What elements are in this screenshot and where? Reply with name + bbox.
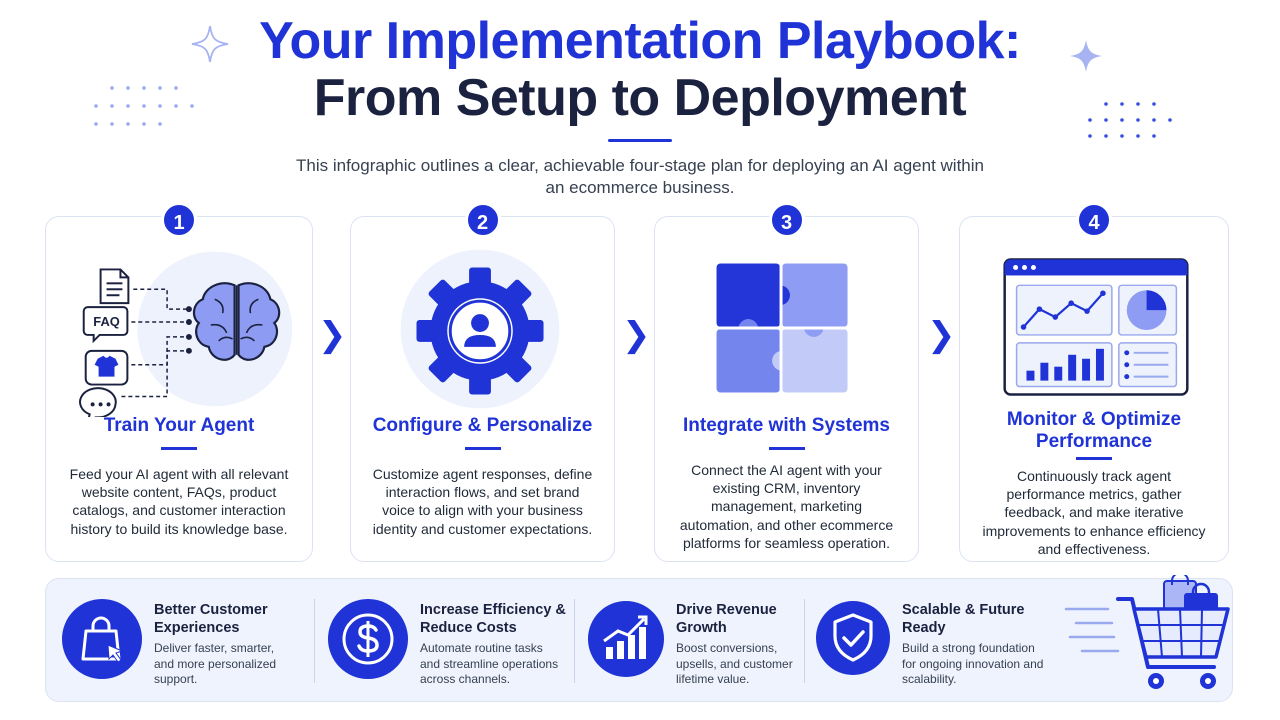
title-line-1: Your Implementation Playbook: (259, 12, 1021, 70)
dot-grid-decoration (94, 86, 194, 126)
stage-title: Integrate with Systems (683, 415, 890, 436)
puzzle-icon (714, 261, 850, 395)
dollar-coin-icon (328, 599, 408, 679)
stage-description: Customize agent responses, define intera… (372, 466, 593, 537)
sparkle-icon (1070, 40, 1102, 72)
benefits-strip: Better Customer Experiences Deliver fast… (45, 575, 1233, 703)
shopping-cart-icon (1064, 575, 1230, 689)
benefit-item: Better Customer Experiences Deliver fast… (62, 579, 312, 703)
faq-label: FAQ (93, 314, 120, 329)
benefit-title: Drive Revenue Growth (676, 602, 777, 637)
divider (804, 599, 805, 683)
stage-title: Train Your Agent (103, 415, 255, 436)
benefit-title: Scalable & Future Ready (902, 602, 1025, 637)
stage-title-underline (1076, 457, 1112, 460)
benefit-title: Increase Efficiency & Reduce Costs (420, 602, 566, 637)
stage-title-underline (768, 447, 805, 450)
benefit-text: Build a strong foundation for ongoing in… (902, 641, 1044, 687)
title-line-2: From Setup to Deployment (313, 68, 967, 127)
chevron-right-icon: ❯ (927, 316, 956, 354)
dot-grid-decoration (1088, 102, 1172, 138)
stage-number-badge: 4 (1076, 202, 1112, 238)
gear-person-icon (400, 249, 560, 409)
benefit-title: Better Customer Experiences (154, 602, 268, 637)
benefit-item: Scalable & Future Ready Build a strong f… (816, 579, 1056, 703)
stage-number-badge: 3 (768, 202, 805, 238)
divider (574, 599, 575, 683)
stage-title: Monitor & Optimize Performance (1006, 409, 1182, 452)
growth-chart-icon (588, 601, 664, 677)
stage-card-1: 1 FAQ Train Y (45, 202, 313, 562)
stage-number-badge: 1 (161, 202, 197, 238)
stage-number-badge: 2 (464, 202, 501, 238)
stage-card-4: 4 Monitor & Optimize Performance Continu… (959, 202, 1229, 562)
benefit-item: Drive Revenue Growth Boost conversions, … (588, 579, 818, 703)
stage-title-underline (161, 447, 197, 450)
benefit-text: Automate routine tasks and streamline op… (420, 641, 559, 687)
benefit-text: Boost conversions, upsells, and customer… (676, 641, 793, 687)
stage-title: Configure & Personalize (372, 415, 593, 436)
divider (314, 599, 315, 683)
shield-check-icon (816, 601, 890, 675)
page-title: Your Implementation Playbook: From Setup… (0, 14, 1280, 125)
stage-description: Connect the AI agent with your existing … (679, 462, 894, 551)
chevron-right-icon: ❯ (318, 316, 347, 354)
stage-description: Continuously track agent performance met… (982, 468, 1206, 557)
title-underline (608, 139, 672, 142)
brain-with-sources-icon: FAQ (79, 251, 293, 417)
shopping-bag-cursor-icon (62, 599, 142, 679)
stage-title-underline (464, 447, 501, 450)
benefit-text: Deliver faster, smarter, and more person… (154, 641, 277, 687)
chevron-right-icon: ❯ (622, 316, 651, 354)
page-subtitle: This infographic outlines a clear, achie… (296, 156, 984, 198)
dashboard-icon (1003, 258, 1189, 396)
stage-description: Feed your AI agent with all relevant web… (69, 466, 289, 537)
stage-card-3: 3 Integrate with Systems Connect the AI … (654, 202, 919, 562)
stage-card-2: 2 Configure & Personalize Customize agen… (350, 202, 615, 562)
benefit-item: Increase Efficiency & Reduce Costs Autom… (328, 579, 578, 703)
sparkle-icon (191, 25, 229, 63)
